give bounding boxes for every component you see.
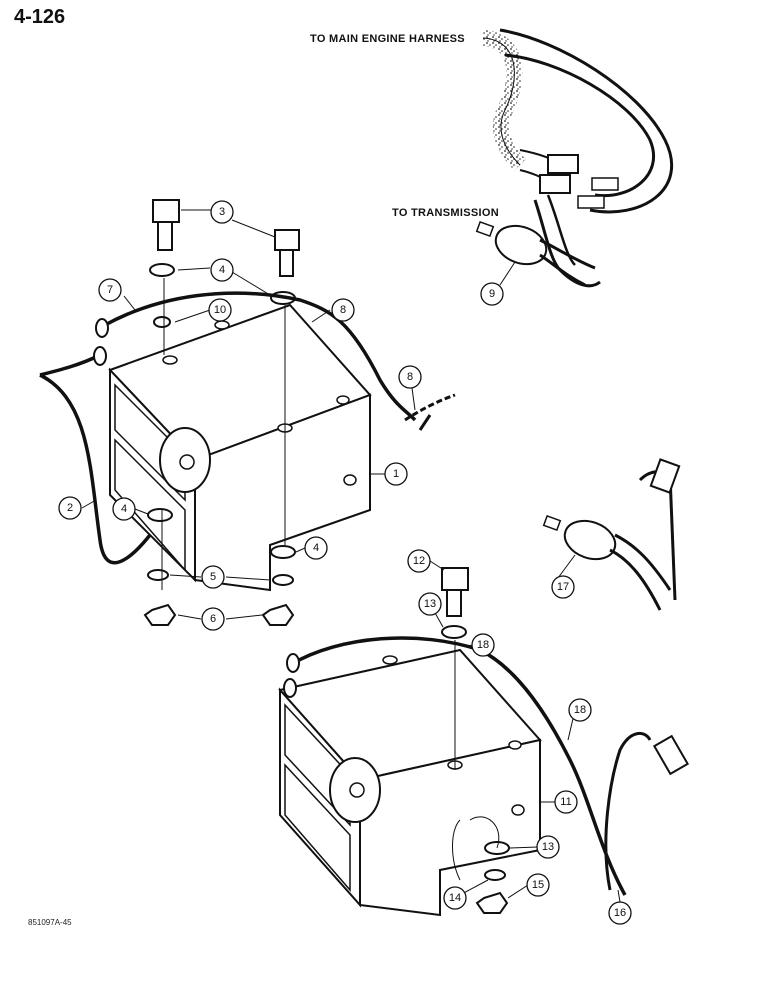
label-main-engine-harness: TO MAIN ENGINE HARNESS bbox=[310, 33, 465, 45]
page-number: 4-126 bbox=[14, 6, 66, 28]
callout-8b bbox=[398, 365, 422, 389]
harness-plug-1 bbox=[591, 177, 619, 191]
callout-18b bbox=[568, 698, 592, 722]
callout-3-text: 3 bbox=[219, 206, 225, 218]
callout-3 bbox=[210, 200, 234, 224]
callout-9-text: 9 bbox=[489, 288, 495, 300]
nut-6a bbox=[143, 603, 177, 626]
harness-wire-b bbox=[504, 53, 656, 198]
nut-15 bbox=[475, 891, 509, 914]
engine-harness-group bbox=[481, 28, 673, 288]
callout-10 bbox=[208, 298, 232, 322]
washer-4a bbox=[149, 263, 175, 277]
callout-11-text: 11 bbox=[560, 796, 571, 808]
harness-connector-2 bbox=[539, 174, 571, 194]
callout-18b-text: 18 bbox=[574, 704, 586, 716]
washer-13a bbox=[441, 625, 467, 639]
callout-4a-text: 4 bbox=[219, 264, 225, 276]
callout-17 bbox=[551, 575, 575, 599]
callout-4b bbox=[112, 497, 136, 521]
callout-1 bbox=[384, 462, 408, 486]
callout-14-text: 14 bbox=[449, 892, 461, 904]
callout-2-text: 2 bbox=[67, 502, 73, 514]
callout-17-text: 17 bbox=[557, 581, 569, 593]
callout-6-text: 6 bbox=[210, 613, 216, 625]
callout-18a-text: 18 bbox=[477, 639, 489, 651]
callout-4c-text: 4 bbox=[313, 542, 319, 554]
alarm-assembly-upper bbox=[39, 199, 456, 626]
callout-16-text: 16 bbox=[614, 907, 626, 919]
callout-4b-text: 4 bbox=[121, 503, 127, 515]
transmission-switch-9 bbox=[475, 220, 596, 287]
callout-2 bbox=[58, 496, 82, 520]
callout-circles bbox=[58, 200, 632, 925]
callout-5 bbox=[201, 565, 225, 589]
connector-lower bbox=[652, 734, 690, 776]
callout-1-text: 1 bbox=[393, 468, 399, 480]
callout-4c bbox=[304, 536, 328, 560]
callout-5-text: 5 bbox=[210, 571, 216, 583]
bolt-12 bbox=[441, 567, 469, 617]
harness-connector-1 bbox=[547, 154, 579, 174]
callout-9 bbox=[480, 282, 504, 306]
callout-numbers: 3 4 7 10 8 8 1 2 4 4 5 6 9 12 17 13 18 1… bbox=[67, 206, 626, 919]
callout-15 bbox=[526, 873, 550, 897]
connector-17 bbox=[649, 458, 681, 494]
bolt-3a bbox=[152, 199, 180, 251]
callout-13b bbox=[536, 835, 560, 859]
label-to-transmission: TO TRANSMISSION bbox=[392, 207, 499, 219]
callout-14 bbox=[443, 886, 467, 910]
callout-7-text: 7 bbox=[107, 284, 113, 296]
harness-plug-2 bbox=[577, 195, 605, 209]
callout-12 bbox=[407, 549, 431, 573]
callout-18a bbox=[471, 633, 495, 657]
lockwasher-10 bbox=[153, 316, 171, 328]
harness-wire-a bbox=[499, 28, 673, 214]
callout-6 bbox=[201, 607, 225, 631]
bolt-3b bbox=[274, 229, 300, 277]
callout-10-text: 10 bbox=[214, 304, 226, 316]
figure-code: 851097A-45 bbox=[28, 918, 72, 927]
lockwasher-14 bbox=[484, 869, 506, 881]
callout-15-text: 15 bbox=[532, 879, 544, 891]
callout-12-text: 12 bbox=[413, 555, 425, 567]
wire-16 bbox=[289, 636, 627, 896]
callout-13a-text: 13 bbox=[424, 598, 436, 610]
callout-8b-text: 8 bbox=[407, 371, 413, 383]
callout-7 bbox=[98, 278, 122, 302]
nut-6b bbox=[261, 603, 295, 626]
alarm-assembly-lower bbox=[278, 567, 690, 917]
wire-2 bbox=[39, 373, 152, 565]
callout-16 bbox=[608, 901, 632, 925]
callout-11 bbox=[554, 790, 578, 814]
wire-7 bbox=[104, 291, 417, 422]
callout-8a-text: 8 bbox=[340, 304, 346, 316]
callout-4a bbox=[210, 258, 234, 282]
switch-17 bbox=[542, 458, 681, 611]
wire-2-top bbox=[39, 353, 101, 377]
callout-8a bbox=[331, 298, 355, 322]
horn-disc bbox=[159, 427, 211, 493]
callout-13a bbox=[418, 592, 442, 616]
callout-13b-text: 13 bbox=[542, 841, 554, 853]
